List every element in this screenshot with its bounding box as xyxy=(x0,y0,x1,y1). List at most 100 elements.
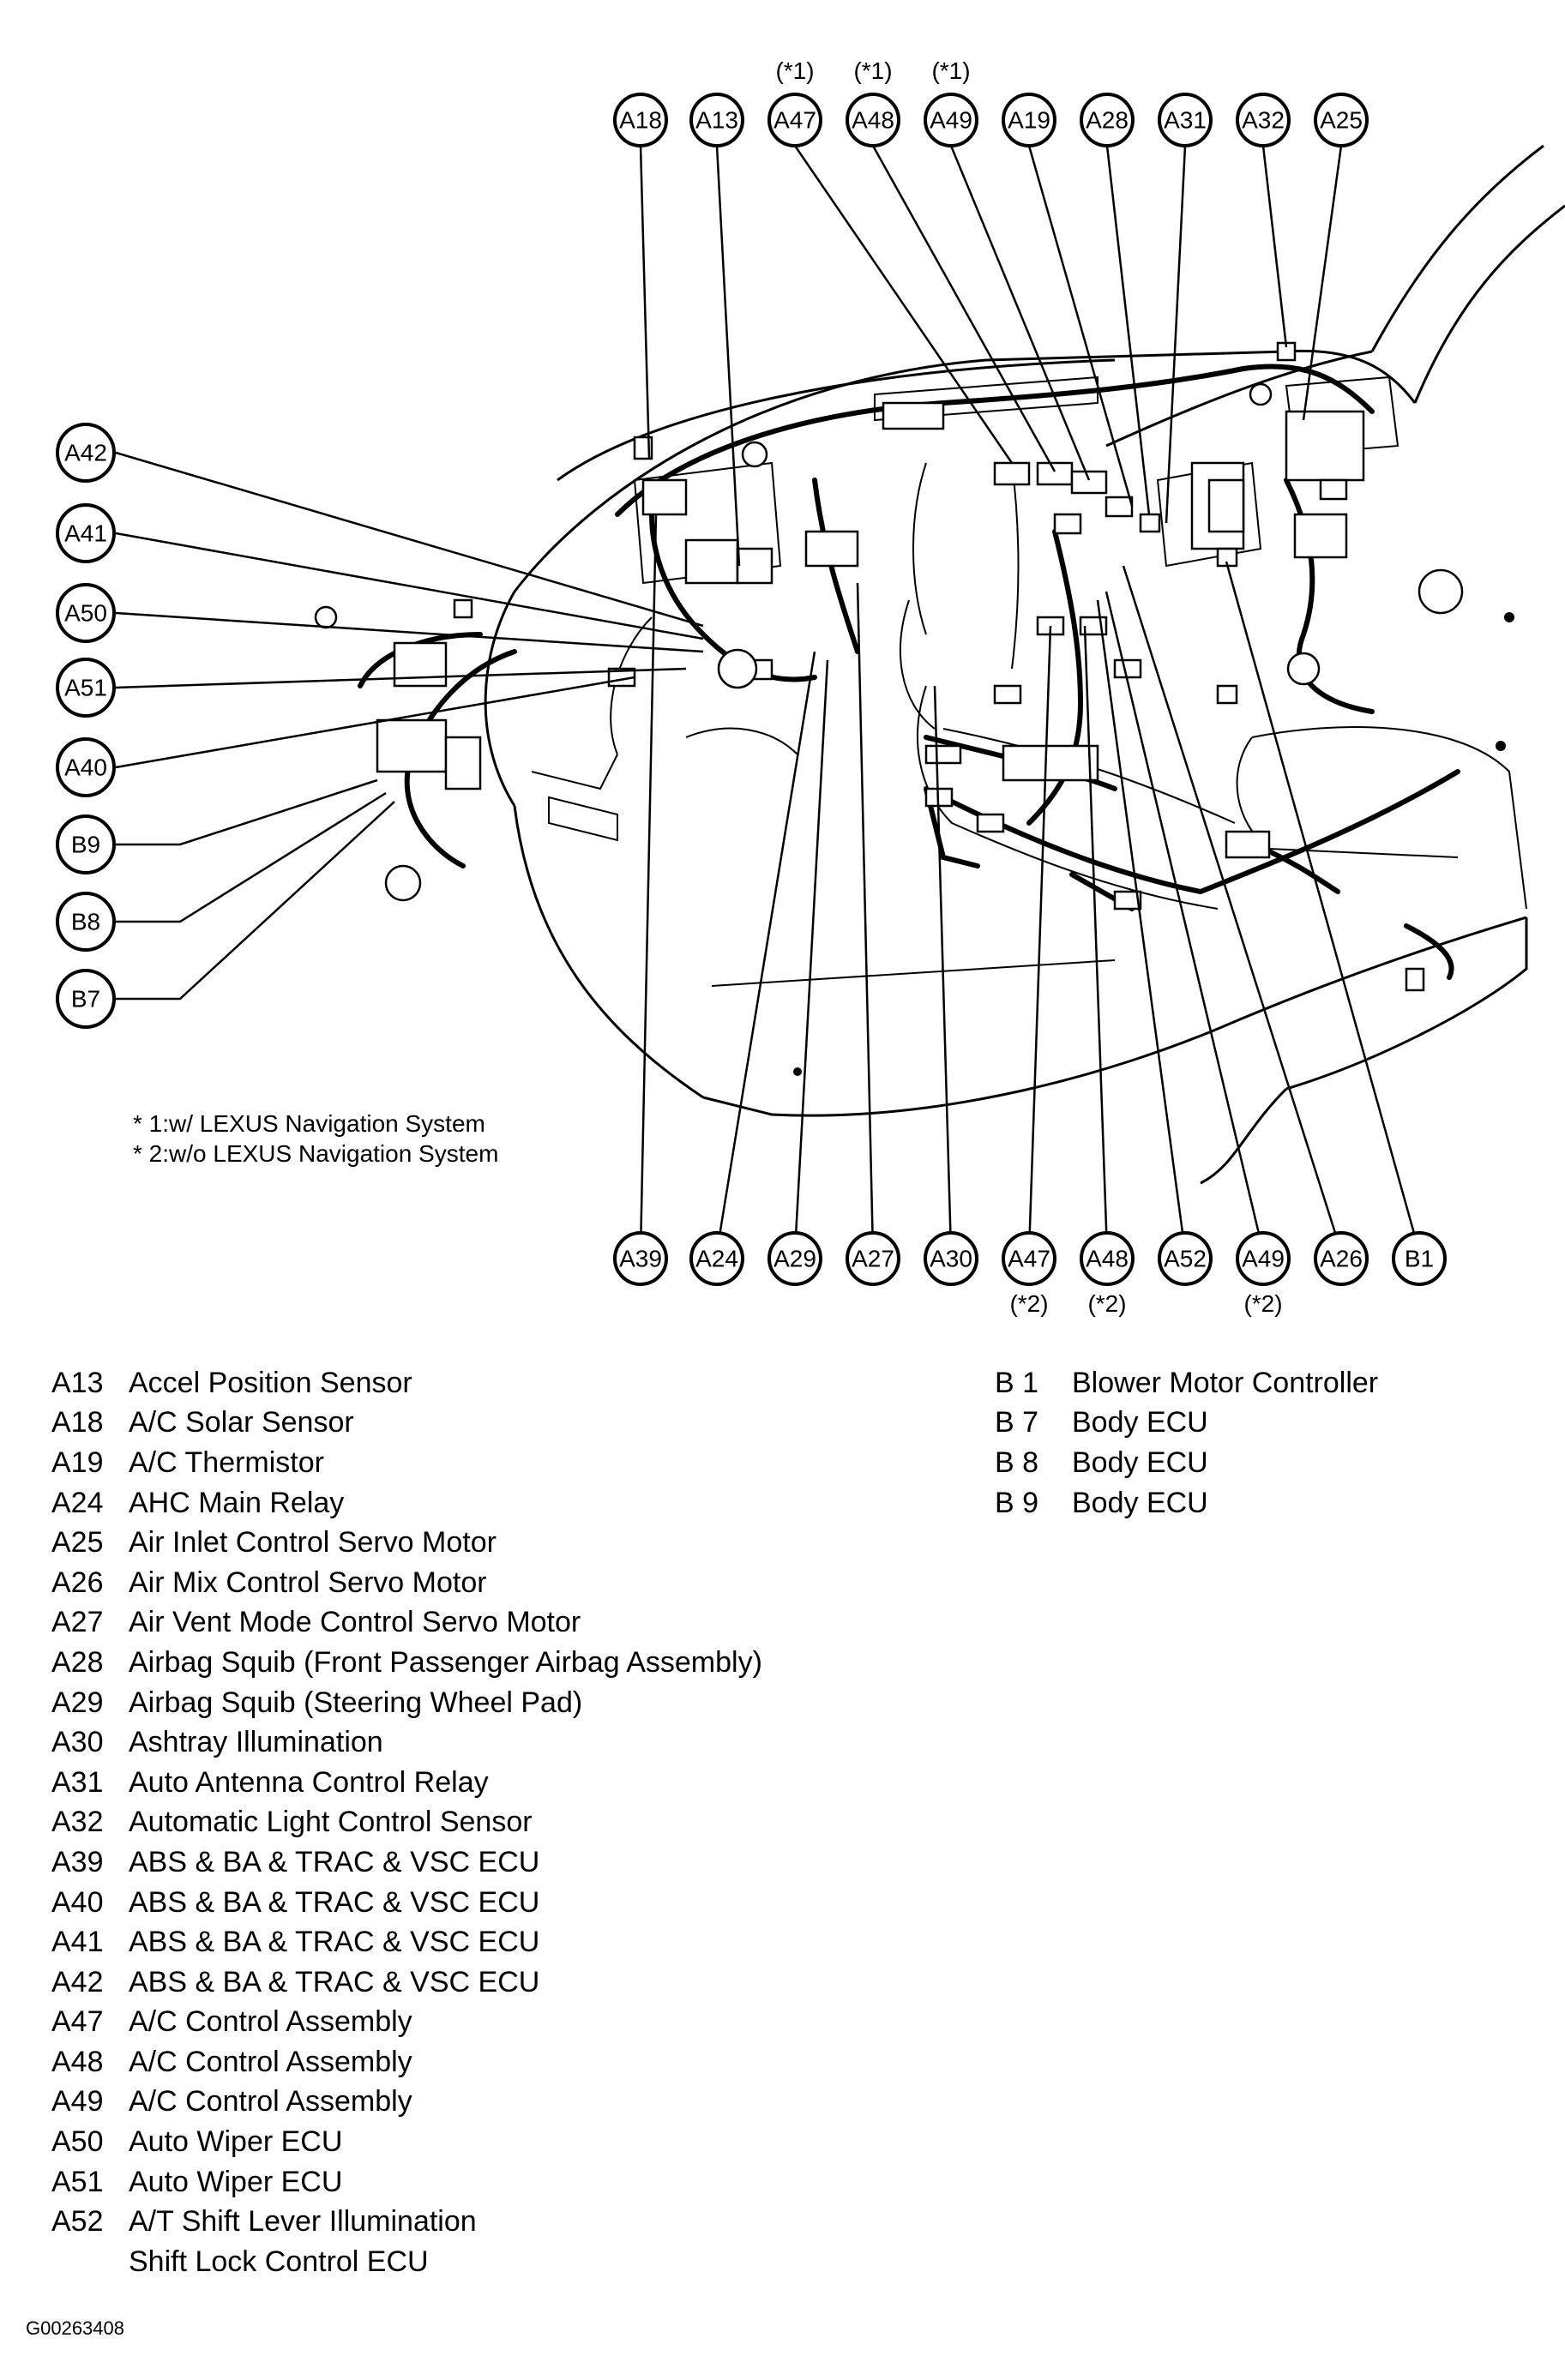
legend-row: A31 Auto Antenna Control Relay xyxy=(51,1763,952,1803)
bottom-note: (*2) xyxy=(1087,1290,1126,1317)
legend-code: A41 xyxy=(51,1926,104,1959)
callout-b7: B7 xyxy=(56,969,116,1029)
legend-name: AHC Main Relay xyxy=(129,1486,345,1519)
legend-row: A50 Auto Wiper ECU xyxy=(51,2122,952,2162)
vehicle-interior-drawing xyxy=(484,144,1565,1185)
callout-a49-b: A49 xyxy=(1236,1231,1291,1286)
footnotes: * 1:w/ LEXUS Navigation System * 2:w/o L… xyxy=(133,1110,498,1167)
callout-a27: A27 xyxy=(846,1231,900,1286)
svg-text:A31: A31 xyxy=(1164,107,1207,134)
figure-id: G00263408 xyxy=(26,2317,124,2339)
legend-right-column: B 1 Blower Motor Controller B 7 Body ECU B… xyxy=(995,1363,1544,1523)
legend-code: A52 xyxy=(51,2205,104,2239)
legend-row: A27 Air Vent Mode Control Servo Motor xyxy=(51,1603,952,1644)
connector-location-diagram: (*1) (*1) (*1) A18 A13 A47 A48 A49 A19 A… xyxy=(56,57,1565,1317)
callout-b1: B1 xyxy=(1392,1231,1447,1286)
left-callouts: A42 A41 A50 A51 A40 B9 B8 B7 xyxy=(56,423,116,1029)
callout-a32: A32 xyxy=(1236,93,1291,147)
svg-text:B9: B9 xyxy=(71,832,100,858)
legend-name: Blower Motor Controller xyxy=(1072,1366,1379,1399)
callout-b8: B8 xyxy=(56,892,116,952)
legend-row: A19 A/C Thermistor xyxy=(51,1443,952,1483)
top-note: (*1) xyxy=(775,57,814,84)
legend-name: Airbag Squib (Steering Wheel Pad) xyxy=(129,1686,583,1719)
legend-name: A/T Shift Lever Illumination xyxy=(129,2205,477,2239)
legend-code: A49 xyxy=(51,2085,104,2119)
legend-code: B 1 xyxy=(995,1366,1039,1399)
legend-row: B 7 Body ECU xyxy=(995,1403,1544,1444)
legend-row: A47 A/C Control Assembly xyxy=(51,2003,952,2043)
footnote: * 1:w/ LEXUS Navigation System xyxy=(133,1110,485,1137)
legend-code: A50 xyxy=(51,2125,104,2159)
left-leader-lines xyxy=(115,451,704,1001)
callout-a51: A51 xyxy=(56,658,116,718)
svg-text:B8: B8 xyxy=(71,909,100,935)
legend-code: A18 xyxy=(51,1406,104,1439)
legend-code: A27 xyxy=(51,1606,104,1639)
legend-code: B 7 xyxy=(995,1406,1039,1439)
component-blocks xyxy=(314,341,1514,1076)
legend-code: A28 xyxy=(51,1645,104,1679)
legend-name: A/C Control Assembly xyxy=(129,2005,412,2039)
legend-name: A/C Thermistor xyxy=(129,1445,324,1479)
legend-code: A42 xyxy=(51,1965,104,1998)
svg-text:A48: A48 xyxy=(852,107,894,134)
top-notes: (*1) (*1) (*1) xyxy=(775,57,970,84)
callout-a52: A52 xyxy=(1158,1231,1213,1286)
svg-text:A24: A24 xyxy=(695,1246,738,1272)
bottom-notes: (*2) (*2) (*2) xyxy=(1009,1290,1282,1317)
legend-name: Air Vent Mode Control Servo Motor xyxy=(129,1606,581,1639)
callout-a39: A39 xyxy=(613,1231,668,1286)
legend-code: A25 xyxy=(51,1526,104,1560)
legend-row: A52 A/T Shift Lever Illumination xyxy=(51,2202,952,2242)
callout-a40: A40 xyxy=(56,737,116,797)
svg-text:B1: B1 xyxy=(1405,1246,1434,1272)
legend-name: Air Mix Control Servo Motor xyxy=(129,1566,487,1599)
svg-text:A13: A13 xyxy=(695,107,738,134)
legend-name: Auto Antenna Control Relay xyxy=(129,1765,489,1799)
legend-name: Auto Wiper ECU xyxy=(129,2125,343,2159)
svg-text:A30: A30 xyxy=(930,1246,972,1272)
legend-name: Auto Wiper ECU xyxy=(129,2165,343,2198)
svg-text:A19: A19 xyxy=(1008,107,1050,134)
legend-name: Body ECU xyxy=(1072,1406,1208,1439)
legend-code: A47 xyxy=(51,2005,104,2039)
legend-code: A51 xyxy=(51,2165,104,2198)
legend-name: A/C Control Assembly xyxy=(129,2085,412,2119)
footnote: * 2:w/o LEXUS Navigation System xyxy=(133,1140,498,1167)
bottom-callouts: A39 A24 A29 A27 A30 A47 A48 A52 A49 A26 … xyxy=(613,1231,1447,1286)
callout-a30: A30 xyxy=(924,1231,978,1286)
legend-name: ABS & BA & TRAC & VSC ECU xyxy=(129,1965,540,1998)
legend-code: A31 xyxy=(51,1765,104,1799)
callout-a19: A19 xyxy=(1002,93,1056,147)
callout-a29: A29 xyxy=(767,1231,822,1286)
svg-text:A27: A27 xyxy=(852,1246,894,1272)
legend-name: ABS & BA & TRAC & VSC ECU xyxy=(129,1885,540,1919)
callout-a42: A42 xyxy=(56,423,116,483)
svg-text:A48: A48 xyxy=(1086,1246,1129,1272)
legend-code: A24 xyxy=(51,1486,104,1519)
callout-a31: A31 xyxy=(1158,93,1213,147)
legend-row: A40 ABS & BA & TRAC & VSC ECU xyxy=(51,1883,952,1923)
legend-name: Automatic Light Control Sensor xyxy=(129,1806,533,1839)
svg-text:A50: A50 xyxy=(64,600,107,627)
legend-name: Body ECU xyxy=(1072,1445,1208,1479)
svg-text:A28: A28 xyxy=(1086,107,1129,134)
svg-text:A47: A47 xyxy=(1008,1246,1050,1272)
legend-code: A19 xyxy=(51,1445,104,1479)
bottom-leader-lines xyxy=(639,514,1421,1253)
callout-a18: A18 xyxy=(613,93,668,147)
legend-code: A40 xyxy=(51,1885,104,1919)
legend-name: A/C Control Assembly xyxy=(129,2045,412,2078)
svg-text:A42: A42 xyxy=(64,440,107,466)
callout-a50: A50 xyxy=(56,583,116,643)
